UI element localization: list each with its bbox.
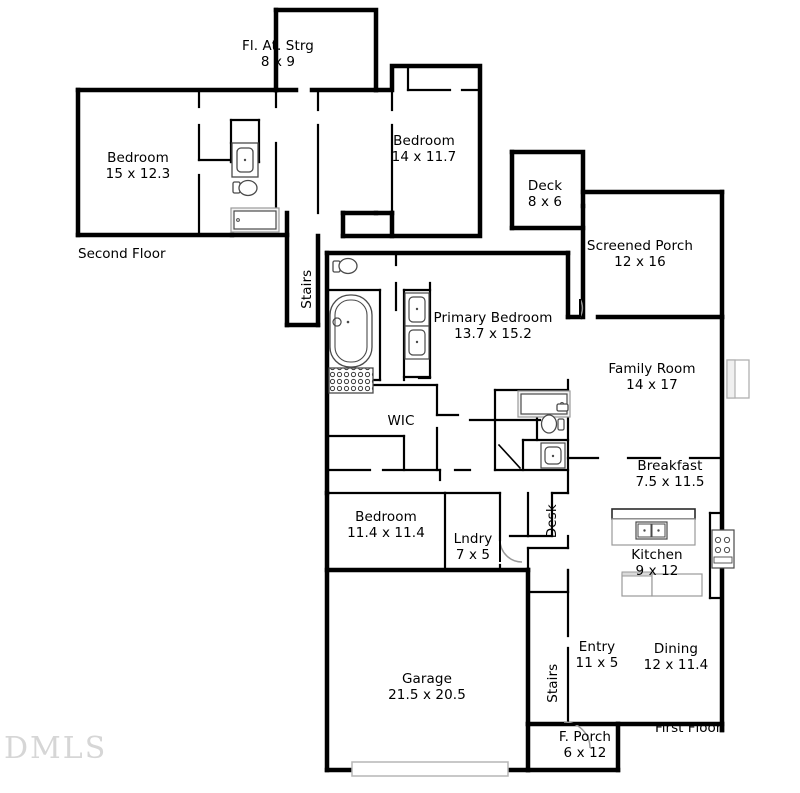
room-label-fl-at-strg: Fl. At. Strg 8 x 9 xyxy=(228,38,328,71)
room-label-stairs-second: Stairs xyxy=(299,254,315,324)
room-name: WIC xyxy=(387,413,415,429)
room-label-desk: Desk xyxy=(544,491,560,551)
room-dims: 11 x 5 xyxy=(575,655,619,672)
room-label-bedroom-15: Bedroom 15 x 12.3 xyxy=(88,150,188,183)
room-dims: 13.7 x 15.2 xyxy=(454,326,532,343)
room-label-dining: Dining 12 x 11.4 xyxy=(626,641,726,674)
room-dims: 12 x 11.4 xyxy=(643,657,709,674)
floor-label-second: Second Floor xyxy=(78,246,166,262)
room-name: F. Porch xyxy=(558,729,612,745)
room-label-breakfast: Breakfast 7.5 x 11.5 xyxy=(615,458,725,491)
deck-walls xyxy=(509,149,586,231)
first-floor-interior-walls xyxy=(325,251,724,742)
room-dims: 12 x 16 xyxy=(614,254,666,271)
watermark: DMLS xyxy=(4,731,108,766)
room-label-wic: WIC xyxy=(366,413,436,429)
floor-label-first: First Floor xyxy=(655,720,722,736)
second-floor-bath-fixtures xyxy=(230,142,280,233)
room-dims: 11.4 x 11.4 xyxy=(347,525,425,542)
room-dims: 8 x 6 xyxy=(527,194,563,211)
room-label-deck: Deck 8 x 6 xyxy=(510,178,580,211)
room-name: Entry xyxy=(578,639,616,655)
room-dims: 21.5 x 20.5 xyxy=(388,687,466,704)
room-label-bedroom-11: Bedroom 11.4 x 11.4 xyxy=(331,509,441,542)
room-name: Family Room xyxy=(608,361,696,377)
hall-bath-fixtures xyxy=(517,390,571,469)
second-floor-interior-walls xyxy=(197,64,482,237)
room-label-kitchen: Kitchen 9 x 12 xyxy=(612,547,702,580)
room-dims: 14 x 11.7 xyxy=(391,149,457,166)
room-dims: 7.5 x 11.5 xyxy=(635,474,705,491)
room-name: Screened Porch xyxy=(586,238,694,254)
room-label-family-room: Family Room 14 x 17 xyxy=(597,361,707,394)
room-name: Bedroom xyxy=(355,509,417,525)
room-label-lndry: Lndry 7 x 5 xyxy=(445,531,501,564)
room-name: Dining xyxy=(653,641,699,657)
room-name: Stairs xyxy=(544,663,561,703)
room-label-stairs-first: Stairs xyxy=(545,648,561,718)
garage-door-fixture xyxy=(351,761,509,777)
kitchen-fixtures xyxy=(611,508,735,597)
room-dims: 14 x 17 xyxy=(626,377,678,394)
room-label-screened-porch: Screened Porch 12 x 16 xyxy=(575,238,705,271)
room-dims: 15 x 12.3 xyxy=(105,166,171,183)
room-label-primary-bedroom: Primary Bedroom 13.7 x 15.2 xyxy=(428,310,558,343)
room-name: Garage xyxy=(401,671,453,687)
room-name: Primary Bedroom xyxy=(433,310,553,326)
room-label-front-porch: F. Porch 6 x 12 xyxy=(535,729,635,762)
room-name: Bedroom xyxy=(107,150,169,166)
room-name: Breakfast xyxy=(637,458,703,474)
room-name: Fl. At. Strg xyxy=(242,38,314,54)
fireplace-fixture xyxy=(726,359,750,399)
room-dims: 7 x 5 xyxy=(455,547,491,564)
room-label-garage: Garage 21.5 x 20.5 xyxy=(368,671,486,704)
room-name: Stairs xyxy=(298,269,315,309)
second-floor-walls xyxy=(75,7,483,328)
room-label-entry: Entry 11 x 5 xyxy=(555,639,639,672)
room-name: Kitchen xyxy=(631,547,683,563)
room-dims: 9 x 12 xyxy=(635,563,679,580)
door-leaves xyxy=(499,299,590,725)
room-label-bedroom-14: Bedroom 14 x 11.7 xyxy=(374,133,474,166)
primary-bath-fixtures xyxy=(328,257,430,394)
room-dims: 8 x 9 xyxy=(260,54,296,71)
room-name: Deck xyxy=(527,178,563,194)
room-name: Bedroom xyxy=(393,133,455,149)
room-name: Lndry xyxy=(453,531,493,547)
room-name: Desk xyxy=(543,504,560,539)
room-dims: 6 x 12 xyxy=(563,745,607,762)
